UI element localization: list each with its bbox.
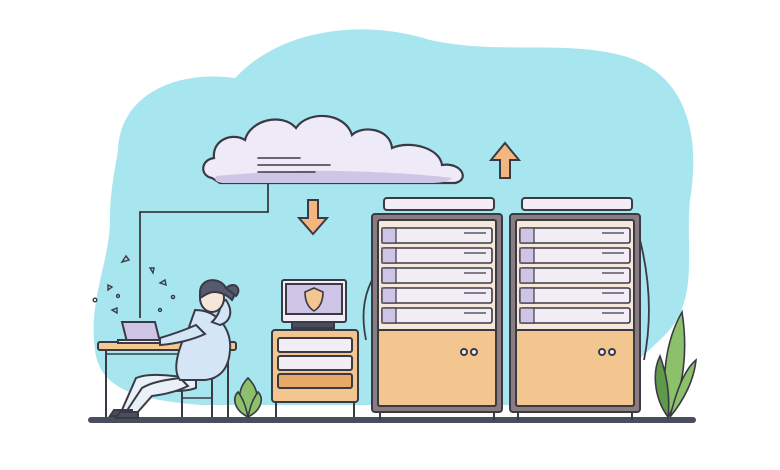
server-rack-left xyxy=(371,197,503,420)
small-plant xyxy=(234,376,262,419)
shield-icon xyxy=(304,287,324,312)
drive-bay-stripe xyxy=(381,307,397,324)
drive-bay-stripe xyxy=(519,227,535,244)
download-arrow-icon xyxy=(296,199,330,236)
floor xyxy=(88,417,696,423)
drive-bay-stripe xyxy=(519,267,535,284)
drive-bay xyxy=(519,287,631,304)
drive-bay-stripe xyxy=(381,287,397,304)
drive-bay xyxy=(381,247,493,264)
person xyxy=(108,279,240,419)
drive-bay xyxy=(519,247,631,264)
server-rack-right xyxy=(509,197,641,420)
drive-bay-stripe xyxy=(519,287,535,304)
tall-plant xyxy=(654,309,697,420)
drive-bay-stripe xyxy=(381,267,397,284)
data-particles xyxy=(92,254,176,315)
drive-bay xyxy=(519,307,631,324)
drive-bay xyxy=(381,267,493,284)
small-server xyxy=(271,279,359,417)
drive-bay-stripe xyxy=(519,247,535,264)
drive-bay xyxy=(381,227,493,244)
rack-cable xyxy=(362,279,373,341)
drive-bay xyxy=(381,307,493,324)
drive-bay xyxy=(381,287,493,304)
drive-bay-stripe xyxy=(381,227,397,244)
rack-cable-right xyxy=(639,239,650,361)
drive-bay xyxy=(519,267,631,284)
network-cable xyxy=(139,183,269,318)
cloud-icon xyxy=(202,114,464,185)
drive-bay-stripe xyxy=(381,247,397,264)
drive-bay xyxy=(519,227,631,244)
drive-bay-stripe xyxy=(519,307,535,324)
upload-arrow-icon xyxy=(488,141,522,179)
